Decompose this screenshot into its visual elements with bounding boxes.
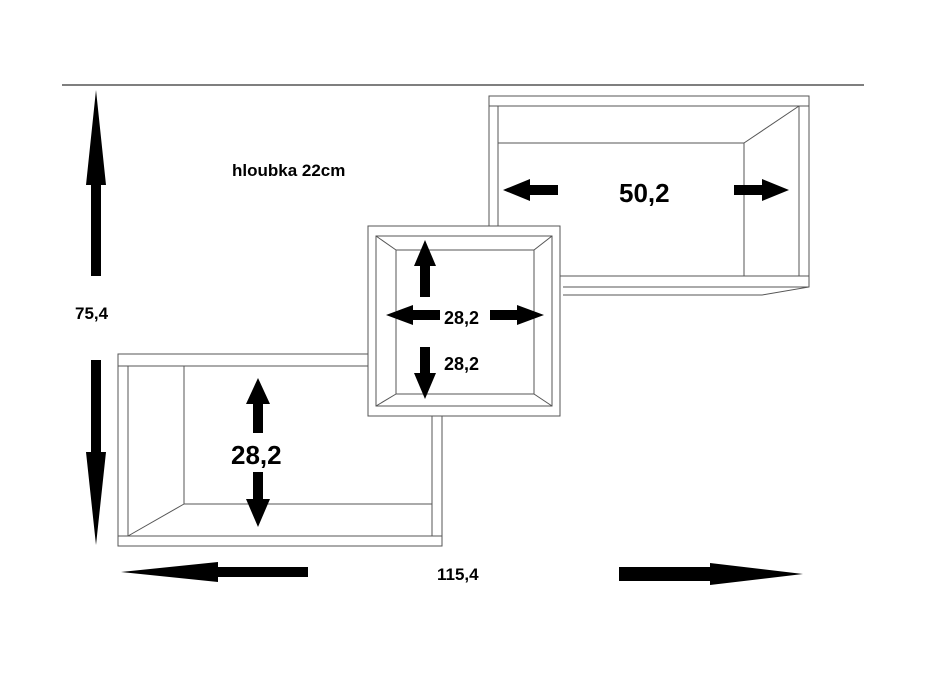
overall-height-label: 75,4	[75, 304, 109, 323]
dimension-arrows	[86, 90, 803, 585]
shelf-box-top-right	[488, 95, 810, 296]
width-arrow-left	[121, 562, 308, 582]
top-width-arrow-left	[503, 179, 558, 201]
bottom-left-height-label: 28,2	[231, 440, 282, 470]
height-arrow-up	[86, 90, 106, 276]
top-right-width-label: 50,2	[619, 178, 670, 208]
overall-width-label: 115,4	[437, 565, 479, 584]
mid-height-arrow-down	[414, 347, 436, 399]
mid-width-arrow-left	[386, 305, 440, 325]
width-arrow-right	[619, 563, 803, 585]
top-width-arrow-right	[734, 179, 789, 201]
shelf-box-bottom-left	[117, 353, 443, 547]
depth-label: hloubka 22cm	[232, 161, 346, 180]
left-height-arrow-down	[246, 472, 270, 527]
middle-width-label: 28,2	[444, 308, 480, 328]
height-arrow-down	[86, 360, 106, 545]
left-height-arrow-up	[246, 378, 270, 433]
mid-width-arrow-right	[490, 305, 544, 325]
shelf-box-middle	[367, 225, 561, 417]
mid-height-arrow-up	[414, 240, 436, 297]
middle-height-label: 28,2	[444, 354, 480, 374]
